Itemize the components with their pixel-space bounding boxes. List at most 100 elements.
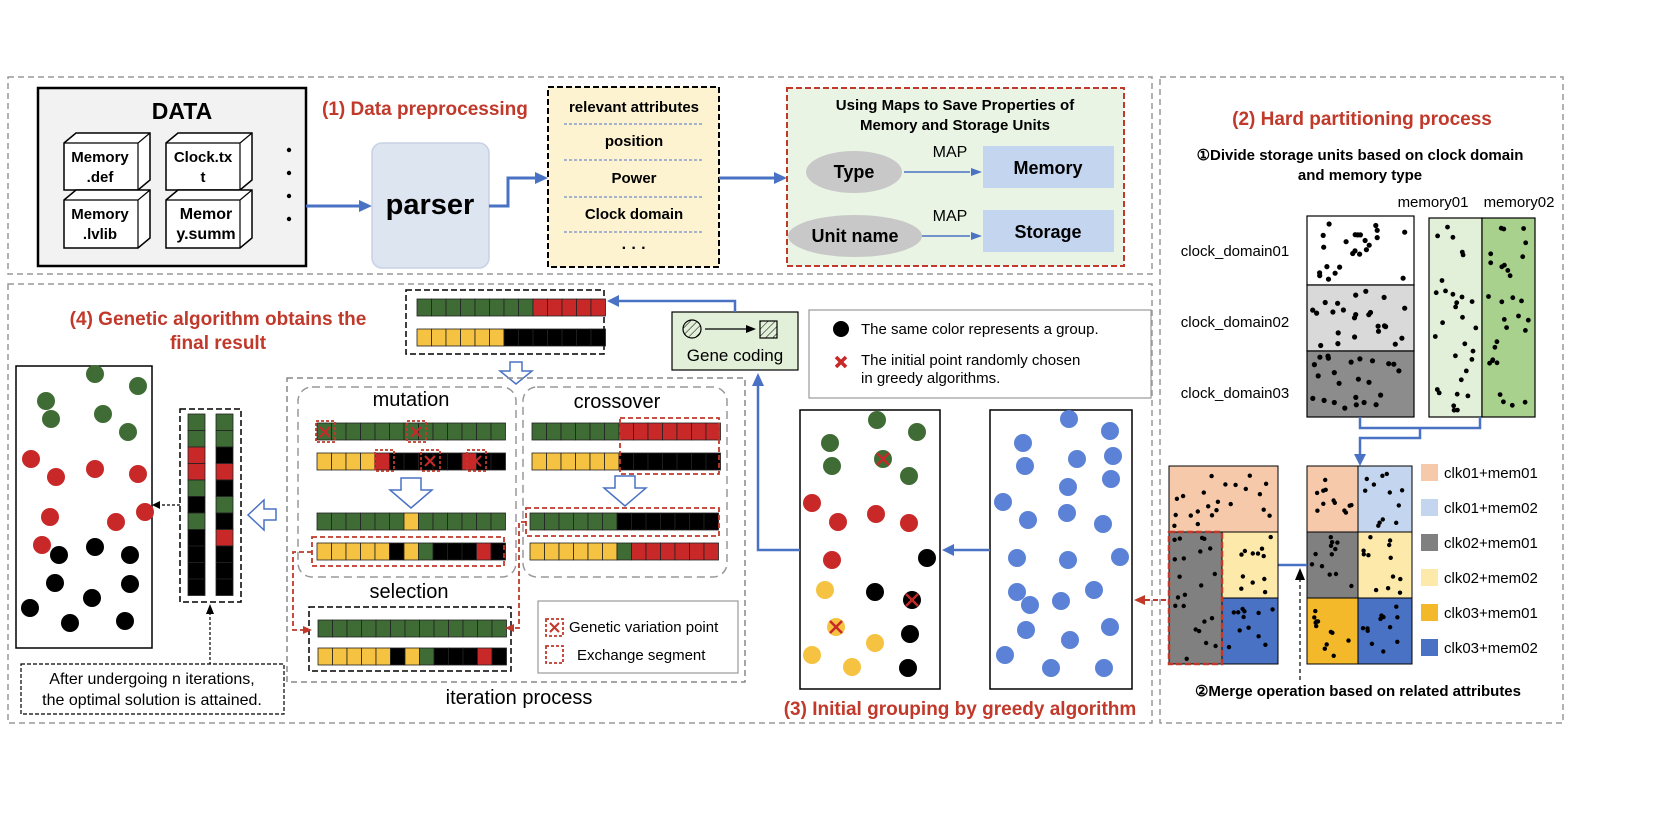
storage-unit-dot (1188, 513, 1194, 518)
storage-unit-dot (1237, 628, 1242, 633)
storage-unit-dot (1357, 356, 1363, 362)
storage-unit-dot (1504, 325, 1509, 330)
storage-unit-dot (1323, 487, 1328, 492)
storage-unit-dot (1177, 536, 1183, 541)
section-title-genetic: (4) Genetic algorithm obtains the (70, 309, 367, 330)
initial-point (1014, 434, 1032, 452)
storage-unit-dot (1522, 399, 1528, 405)
storage-unit-dot (1209, 473, 1214, 479)
gene-cell (529, 542, 545, 561)
storage-unit-dot (1399, 488, 1405, 493)
group-point (843, 658, 861, 676)
gene-cell (187, 479, 206, 497)
gene-cell (389, 512, 405, 531)
gene-cell (317, 647, 333, 666)
storage-unit-dot (1390, 574, 1396, 579)
storage-unit-dot (1203, 640, 1209, 646)
storage-unit-dot (1388, 555, 1393, 560)
storage-unit-dot (1353, 394, 1359, 400)
storage-unit-dot (1443, 288, 1448, 294)
storage-unit-dot (1469, 299, 1475, 304)
storage-unit-dot (1494, 360, 1500, 366)
merged-cell (1221, 531, 1279, 599)
storage-unit-dot (1470, 348, 1476, 354)
storage-unit-dot (1432, 334, 1438, 339)
storage-unit-dot (1320, 232, 1326, 238)
attribute-item: Power (611, 170, 656, 187)
storage-unit-dot (1172, 523, 1177, 528)
arrowhead (942, 544, 954, 556)
storage-unit-dot (1242, 548, 1248, 554)
gene-cell (660, 542, 676, 561)
gene-cell (462, 619, 478, 638)
legend-label: clk02+mem02 (1444, 570, 1538, 587)
storage-unit-dot (1501, 226, 1507, 232)
storage-unit-dot (1240, 574, 1246, 579)
storage-unit-dot (1335, 300, 1341, 306)
arrowhead (746, 325, 756, 333)
storage-unit-dot (1440, 320, 1445, 326)
arrowhead (752, 373, 764, 386)
storage-unit-dot (1173, 603, 1178, 608)
final-point (50, 546, 68, 564)
gene-cell (390, 647, 406, 666)
final-point (86, 365, 104, 383)
gene-cell (532, 298, 548, 317)
file-icon: Memor y.summ (165, 189, 253, 249)
parser-label: parser (386, 189, 475, 221)
storage-unit-dot (1394, 520, 1399, 525)
storage-unit-dot (1362, 237, 1368, 244)
storage-unit-dot (1469, 357, 1475, 362)
storage-unit-dot (1321, 501, 1326, 506)
storage-unit-dot (1374, 227, 1380, 233)
gene-cell (419, 619, 435, 638)
seed-cross (831, 515, 845, 529)
storage-unit-dot (1375, 323, 1381, 329)
initial-point (1017, 621, 1035, 639)
group-point (821, 434, 839, 452)
storage-unit-dot (1373, 222, 1379, 229)
gene-cell (645, 542, 661, 561)
storage-unit-dot (1450, 291, 1456, 297)
gene-cell (187, 430, 206, 448)
gene-cell (375, 619, 391, 638)
genetic-frame (7, 283, 1153, 724)
data-title: DATA (152, 98, 212, 124)
storage-unit-dot (1256, 610, 1261, 616)
legend-swatch (1421, 569, 1438, 586)
gene-cell (477, 647, 493, 666)
gene-cell (631, 542, 647, 561)
step2-label: ②Merge operation based on related attrib… (1195, 683, 1521, 700)
storage-unit-dot (1501, 399, 1506, 405)
initial-point (1021, 596, 1039, 614)
storage-unit-dot (1268, 534, 1273, 540)
initial-point (1042, 659, 1060, 677)
gene-cell (676, 422, 692, 441)
gene-cell (633, 422, 649, 441)
storage-unit-dot (1387, 542, 1392, 548)
final-point (121, 575, 139, 593)
storage-unit-dot (1313, 608, 1318, 614)
storage-unit-dot (1346, 638, 1351, 643)
map-value-memory (983, 146, 1114, 188)
final-point (116, 612, 134, 630)
storage-unit-dot (1394, 604, 1399, 609)
file-icon: Memory .def (63, 132, 151, 191)
storage-unit-dot (1516, 313, 1521, 319)
gene-cell (346, 647, 362, 666)
group-point (900, 514, 918, 532)
arrowhead (359, 200, 372, 212)
storage-unit-dot (1337, 264, 1343, 270)
storage-unit-dot (1319, 564, 1325, 569)
storage-unit-dot (1247, 473, 1253, 478)
file-name-line1: Memory (71, 149, 129, 166)
storage-unit-dot (1488, 251, 1494, 257)
seed-cross (876, 452, 890, 466)
memory01-block (1428, 217, 1483, 418)
storage-unit-dot (1206, 504, 1211, 509)
gene-cell (345, 422, 361, 441)
gene-cell (447, 542, 463, 561)
gene-cell (332, 619, 348, 638)
storage-unit-dot (1399, 335, 1405, 341)
partition-legend: clk01+mem01clk01+mem02clk02+mem01clk02+m… (1421, 464, 1538, 657)
